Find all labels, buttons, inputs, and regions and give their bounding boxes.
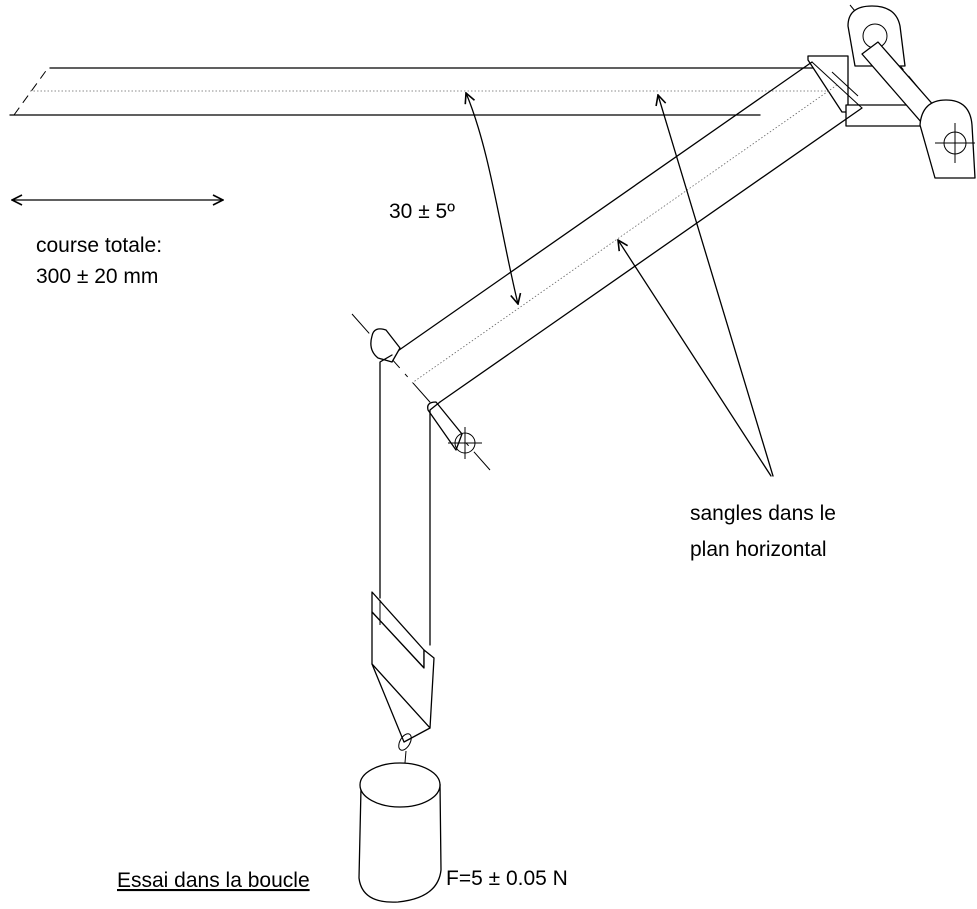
caption: Essai dans la boucle: [117, 869, 310, 892]
strap-leader-upper: [658, 95, 774, 477]
horizontal-strap: [9, 67, 830, 116]
strap-leader-lower: [618, 240, 772, 477]
angle-dimension-arc: [466, 93, 518, 304]
inclined-strap: [391, 61, 863, 403]
lower-pivot: [351, 313, 491, 471]
upper-anchor-fixture: [807, 4, 976, 179]
straps-label-line2: plan horizontal: [690, 538, 827, 561]
vertical-strap: [379, 354, 441, 646]
force-label: F=5 ± 0.05 N: [446, 867, 568, 890]
buckle-clamp: [371, 591, 435, 799]
straps-label-line1: sangles dans le: [690, 502, 836, 525]
travel-label-line1: course totale:: [36, 234, 162, 257]
travel-label-line2: 300 ± 20 mm: [36, 265, 158, 288]
angle-label: 30 ± 5º: [389, 200, 455, 223]
weight-canister: [358, 762, 442, 903]
